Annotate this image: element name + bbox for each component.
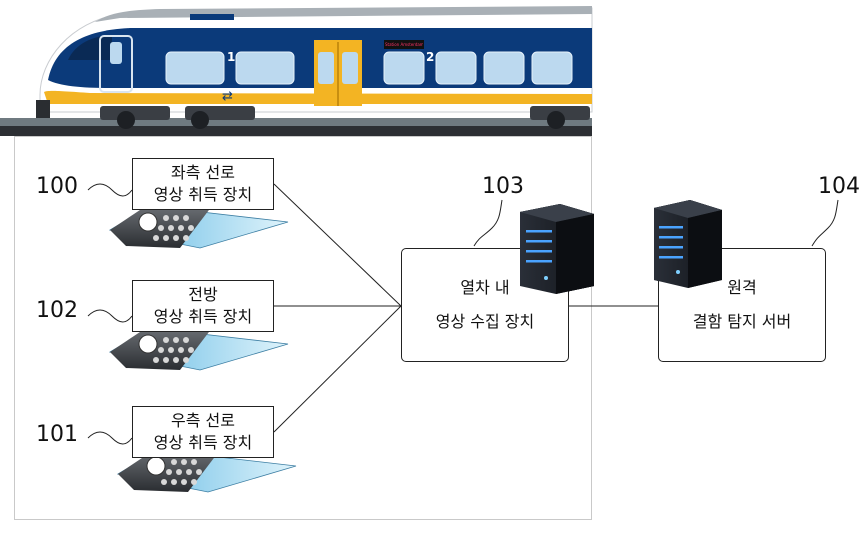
camera-right-icon [116, 449, 297, 493]
front-camera-label-2: 영상 취득 장치 [153, 307, 253, 326]
left-line-camera-box: 좌측 선로 영상 취득 장치 [132, 158, 274, 210]
right-line-camera-label-1: 우측 선로 [171, 411, 235, 430]
front-camera-label-1: 전방 [188, 285, 218, 304]
collector-label-1: 열차 내 [460, 278, 510, 297]
destination-sign: Station Amsterdam [385, 42, 423, 47]
ref-number-100: 100 [36, 174, 78, 199]
ref-number-101: 101 [36, 422, 78, 447]
train-illustration: ⇄ [0, 6, 593, 136]
remote-server-box: 원격 결함 탐지 서버 [658, 248, 826, 362]
camera-front-icon [108, 327, 289, 371]
ref-number-102: 102 [36, 298, 78, 323]
ref-squiggle-103 [473, 199, 503, 247]
onboard-collector-box: 열차 내 영상 수집 장치 [401, 248, 569, 362]
left-line-camera-label-1: 좌측 선로 [171, 163, 235, 182]
ref-squiggle-102 [87, 309, 133, 323]
car-number-1: 1 [227, 50, 236, 64]
ref-number-103: 103 [482, 174, 524, 199]
ref-squiggle-100 [87, 183, 133, 197]
collector-label-2: 영상 수집 장치 [435, 312, 535, 331]
camera-left-icon [108, 205, 289, 249]
link-left-to-collector [273, 183, 402, 307]
ref-squiggle-104 [811, 199, 839, 247]
right-line-camera-label-2: 영상 취득 장치 [153, 433, 253, 452]
link-right-to-collector [273, 305, 402, 433]
left-line-camera-label-2: 영상 취득 장치 [153, 185, 253, 204]
server-label-1: 원격 [727, 278, 757, 297]
server-label-2: 결함 탐지 서버 [692, 312, 792, 331]
ref-number-104: 104 [818, 174, 860, 199]
front-camera-box: 전방 영상 취득 장치 [132, 280, 274, 332]
ref-squiggle-101 [87, 431, 133, 445]
svg-text:⇄: ⇄ [222, 89, 233, 104]
car-number-2: 2 [426, 50, 435, 64]
system-boundary [14, 136, 592, 520]
right-line-camera-box: 우측 선로 영상 취득 장치 [132, 406, 274, 458]
